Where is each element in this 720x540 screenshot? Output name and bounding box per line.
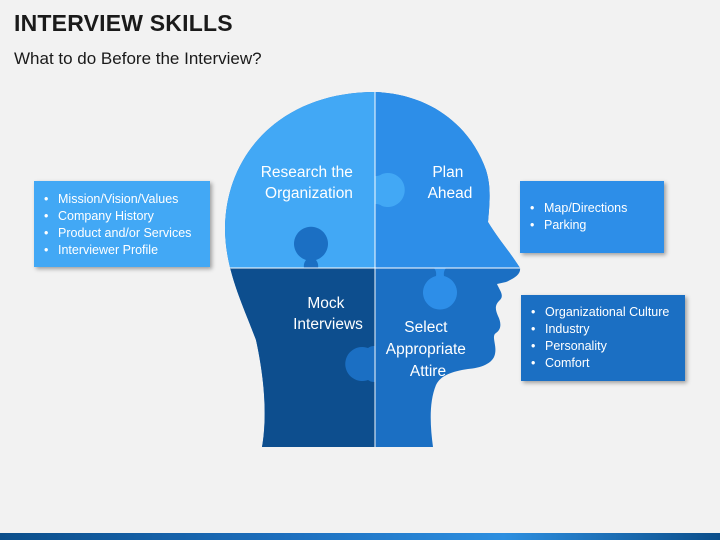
list-item: Industry	[531, 321, 675, 338]
list-item: Personality	[531, 338, 675, 355]
list-item: Mission/Vision/Values	[44, 191, 200, 208]
attire-details-box: Organizational Culture Industry Personal…	[521, 295, 685, 381]
research-details-box: Mission/Vision/Values Company History Pr…	[34, 181, 210, 267]
list-item: Product and/or Services	[44, 225, 200, 242]
label-research: Research the Organization	[261, 164, 358, 202]
list-item: Map/Directions	[530, 200, 654, 217]
list-item: Organizational Culture	[531, 304, 675, 321]
list-item: Interviewer Profile	[44, 242, 200, 259]
label-select-attire: Select Appropriate Attire	[386, 319, 470, 380]
plan-ahead-details-box: Map/Directions Parking	[520, 181, 664, 253]
label-plan-ahead: Plan Ahead	[428, 164, 473, 202]
footer-accent-bar	[0, 533, 720, 540]
label-mock-interviews: Mock Interviews	[293, 295, 363, 333]
page-title: INTERVIEW SKILLS	[14, 10, 233, 36]
list-item: Comfort	[531, 355, 675, 372]
list-item: Parking	[530, 217, 654, 234]
list-item: Company History	[44, 208, 200, 225]
page-subtitle: What to do Before the Interview?	[14, 49, 262, 68]
